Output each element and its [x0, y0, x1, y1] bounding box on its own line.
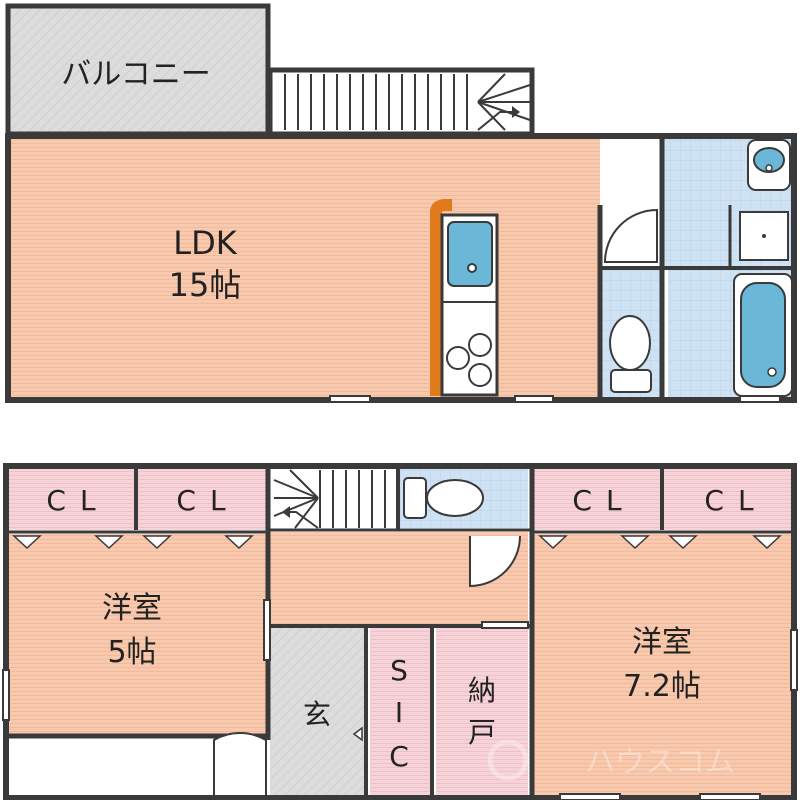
stairs-upper	[267, 67, 535, 137]
closet-4-label: CL	[704, 484, 767, 517]
room-west	[8, 534, 266, 734]
room-west-label: 洋室	[102, 591, 162, 626]
entrance-area	[270, 628, 364, 796]
room-east	[534, 534, 794, 796]
storage-label-bottom: 戸	[468, 716, 496, 749]
stairs-lower	[270, 468, 398, 530]
ldk-label: LDK	[173, 224, 237, 262]
watermark-text: ハウスコム	[585, 745, 735, 780]
closet-2	[138, 468, 266, 530]
toilet-lower-icon	[403, 477, 484, 519]
balcony-label: バルコニー	[61, 57, 210, 92]
storage-label-top: 納	[468, 674, 496, 707]
ldk-room	[8, 136, 600, 400]
entrance-label: 玄	[303, 698, 331, 731]
balcony	[5, 3, 271, 137]
kitchen	[430, 199, 499, 397]
sic-letter-c: C	[389, 740, 409, 773]
washbasin-icon	[747, 139, 791, 191]
upper-floor: バルコニー	[5, 3, 797, 403]
sic-letter-i: I	[395, 696, 403, 729]
sink-icon	[447, 221, 493, 287]
stove-icon	[446, 333, 492, 387]
sic-area	[370, 628, 430, 796]
storage-area	[436, 628, 528, 796]
closet-4	[664, 468, 794, 530]
entrance-door	[213, 732, 267, 797]
bathtub-icon	[733, 273, 793, 397]
lower-floor: CL CL CL CL 洋室 5帖 洋室 7.2帖 玄 S I C 納 戸 ハウ…	[2, 463, 798, 800]
watermark: ハウスコム	[487, 739, 735, 781]
room-east-label: 洋室	[632, 625, 692, 660]
ldk-size: 15帖	[169, 266, 242, 304]
room-east-size: 7.2帖	[623, 669, 701, 704]
room-west-size: 5帖	[107, 635, 156, 670]
closet-3-label: CL	[572, 484, 635, 517]
closet-1-label: CL	[46, 484, 109, 517]
closet-1	[8, 468, 134, 530]
closet-2-label: CL	[176, 484, 239, 517]
toilet-icon	[609, 315, 652, 393]
closet-3	[534, 468, 660, 530]
sic-letter-s: S	[390, 654, 408, 687]
washing-machine-icon	[739, 211, 789, 261]
